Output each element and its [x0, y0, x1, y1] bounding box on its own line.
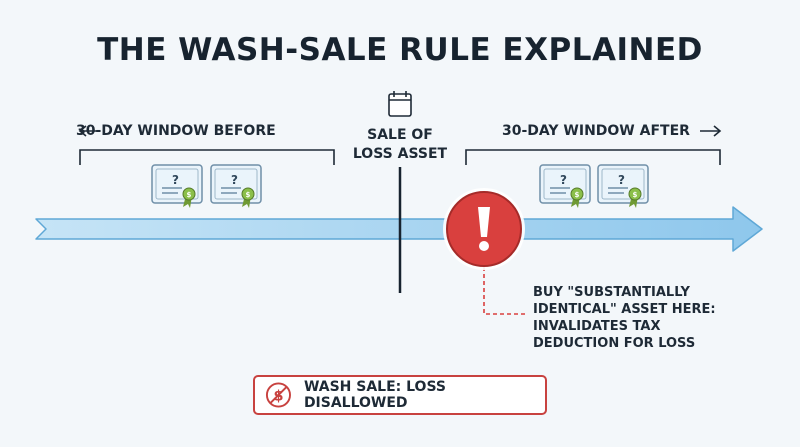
sale-label-line2: LOSS ASSET [352, 146, 448, 162]
note-line: IDENTICAL" ASSET HERE: [533, 302, 716, 317]
certificate-icon [151, 164, 203, 209]
arrow-right-icon [700, 125, 722, 137]
bracket-after [465, 149, 721, 165]
exclamation-warning-icon [443, 188, 525, 270]
certificate-icon [597, 164, 649, 209]
certificate-icon [539, 164, 591, 209]
calendar-icon [388, 91, 412, 117]
note-line: BUY "SUBSTANTIALLY [533, 285, 690, 300]
certificate-icon [210, 164, 262, 209]
badge-label: WASH SALE: LOSS DISALLOWED [303, 379, 446, 411]
note-connector [483, 267, 526, 315]
window-before-label: 30-DAY WINDOW BEFORE [76, 123, 276, 139]
page-title: THE WASH-SALE RULE EXPLAINED [97, 32, 703, 68]
arrow-left-icon [78, 125, 100, 137]
sale-label: SALE OF LOSS ASSET [340, 126, 460, 164]
note-line: INVALIDATES TAX [533, 319, 661, 334]
note-line: DEDUCTION FOR LOSS [533, 336, 696, 351]
no-dollar-icon: $ [265, 382, 291, 408]
wash-sale-badge: $ WASH SALE: LOSS DISALLOWED [253, 375, 547, 415]
warning-note: BUY "SUBSTANTIALLY IDENTICAL" ASSET HERE… [533, 284, 743, 352]
bracket-before [79, 149, 335, 165]
sale-label-line1: SALE OF [367, 127, 433, 143]
window-after-label: 30-DAY WINDOW AFTER [502, 123, 690, 139]
